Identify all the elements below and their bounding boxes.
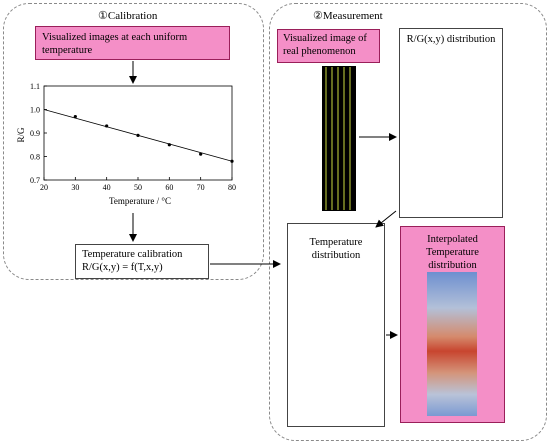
chart-x-tick-label: 60: [165, 183, 173, 192]
chart-data-point: [73, 114, 77, 119]
measurement-panel: [269, 3, 547, 441]
visualized-real-phenomenon-box: Visualized image of real phenomenon: [277, 29, 380, 63]
measurement-title: ②Measurement: [313, 10, 383, 22]
chart-x-tick-label: 30: [71, 183, 79, 192]
chart-x-tick-label: 50: [134, 183, 142, 192]
chart-data-point: [167, 143, 171, 147]
chart-y-tick-label: 0.9: [30, 129, 40, 138]
interpolated-temperature-box: Interpolated Temperature distribution: [400, 226, 505, 423]
chart-y-tick-label: 0.8: [30, 153, 40, 162]
temperature-distribution-box: Temperature distribution: [287, 223, 385, 427]
calibration-equation: R/G(x,y) = f(T,x,y): [82, 262, 163, 274]
temperature-distribution-label: Temperature distribution: [309, 237, 363, 262]
chart-x-label: Temperature / °C: [109, 196, 171, 206]
calibration-title: ①Calibration: [98, 10, 158, 22]
chart-x-tick-label: 20: [40, 183, 48, 192]
calibration-chart: 0.7 0.8 0.9 1.0 1.1 20 30 40 50 60 70 80 R/G Tempe…: [16, 82, 236, 206]
chart-x-tick-label: 70: [197, 183, 205, 192]
chart-y-tick-label: 0.7: [30, 176, 40, 185]
rg-distribution-lines: [441, 64, 466, 205]
chart-x-tick-label: 40: [103, 183, 111, 192]
arrow-rg-to-temperature: [375, 210, 397, 228]
chart-data-point: [136, 133, 140, 137]
chart-y-label: R/G: [16, 127, 26, 143]
interpolated-temperature-label: Interpolated Temperature distribution: [426, 234, 479, 272]
chart-y-tick-label: 1.1: [30, 82, 40, 91]
temperature-calibration-box: Temperature calibration R/G(x,y) = f(T,x…: [75, 244, 209, 279]
chart-x-tick-label: 80: [228, 183, 236, 192]
temperature-distribution-lines: [324, 271, 356, 414]
chart-y-tick-label: 1.0: [30, 106, 40, 115]
chart-data-point: [199, 152, 203, 156]
chart-data-point: [105, 124, 109, 128]
calibration-panel: [3, 3, 264, 280]
rg-distribution-label: R/G(x,y) distribution: [406, 34, 496, 45]
real-phenomenon-image: [322, 66, 356, 211]
interpolated-heatmap: [427, 272, 477, 416]
calibration-label: Temperature calibration: [82, 249, 183, 260]
chart-frame: [43, 85, 233, 181]
chart-data-point: [230, 159, 234, 163]
visualized-images-box: Visualized images at each uniform temper…: [35, 26, 230, 60]
real-phenomenon-lines: [325, 67, 351, 210]
